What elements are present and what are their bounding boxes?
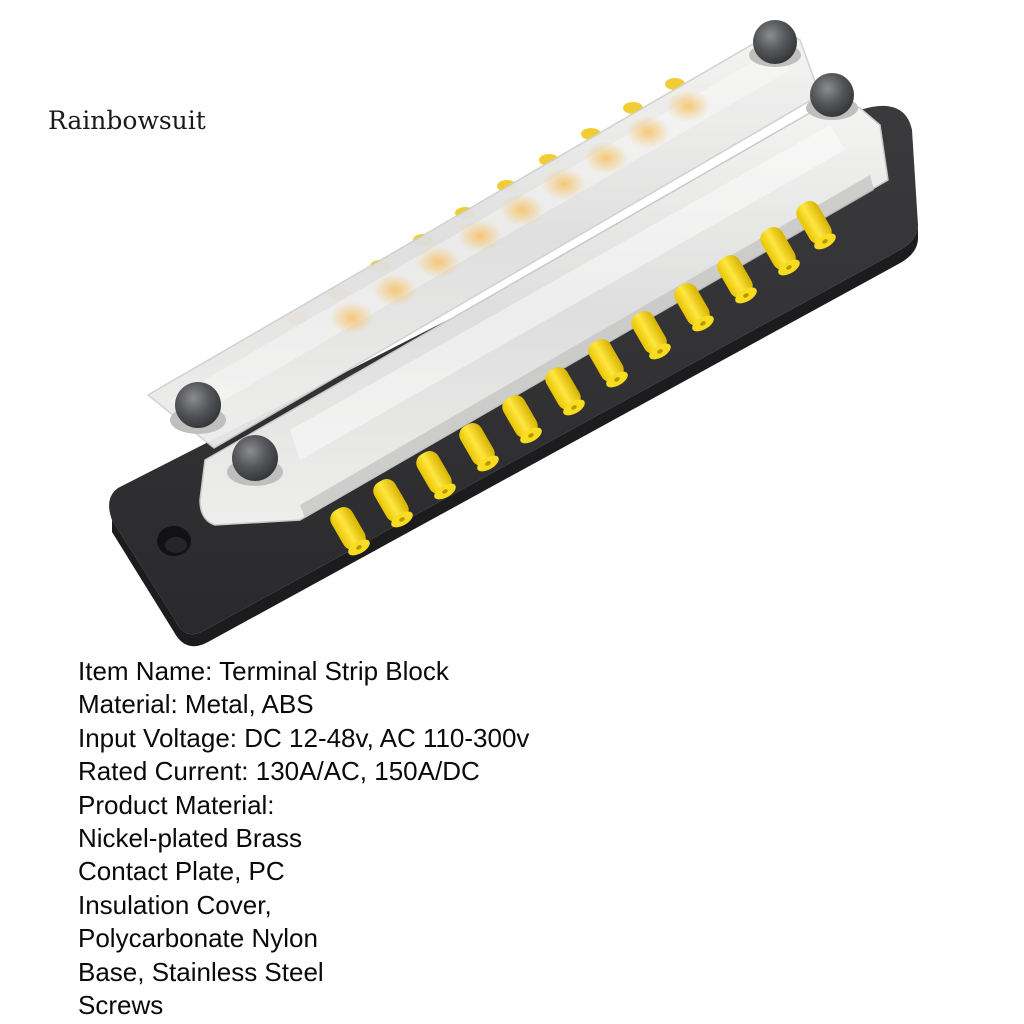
terminal-block-image <box>109 20 918 647</box>
spec-line: Insulation Cover, <box>78 889 272 920</box>
screw-caps <box>170 20 858 486</box>
spec-line: Contact Plate, PC <box>78 856 285 887</box>
spec-list: Item Name: Terminal Strip Block Material… <box>78 655 529 1022</box>
spec-rated-current: Rated Current: 130A/AC, 150A/DC <box>78 756 480 787</box>
spec-material: Material: Metal, ABS <box>78 689 314 720</box>
spec-line: Nickel-plated Brass <box>78 823 302 854</box>
spec-line: Base, Stainless Steel <box>78 956 324 987</box>
rear-glow <box>330 90 710 334</box>
spec-line: Screws <box>78 990 164 1021</box>
spec-line: Polycarbonate Nylon <box>78 923 318 954</box>
spec-product-material-label: Product Material: <box>78 789 275 820</box>
spec-input-voltage: Input Voltage: DC 12-48v, AC 110-300v <box>78 722 530 753</box>
front-terminals <box>330 201 836 556</box>
spec-item-name: Item Name: Terminal Strip Block <box>78 656 449 686</box>
watermark-brand: Rainbowsuit <box>48 106 206 135</box>
